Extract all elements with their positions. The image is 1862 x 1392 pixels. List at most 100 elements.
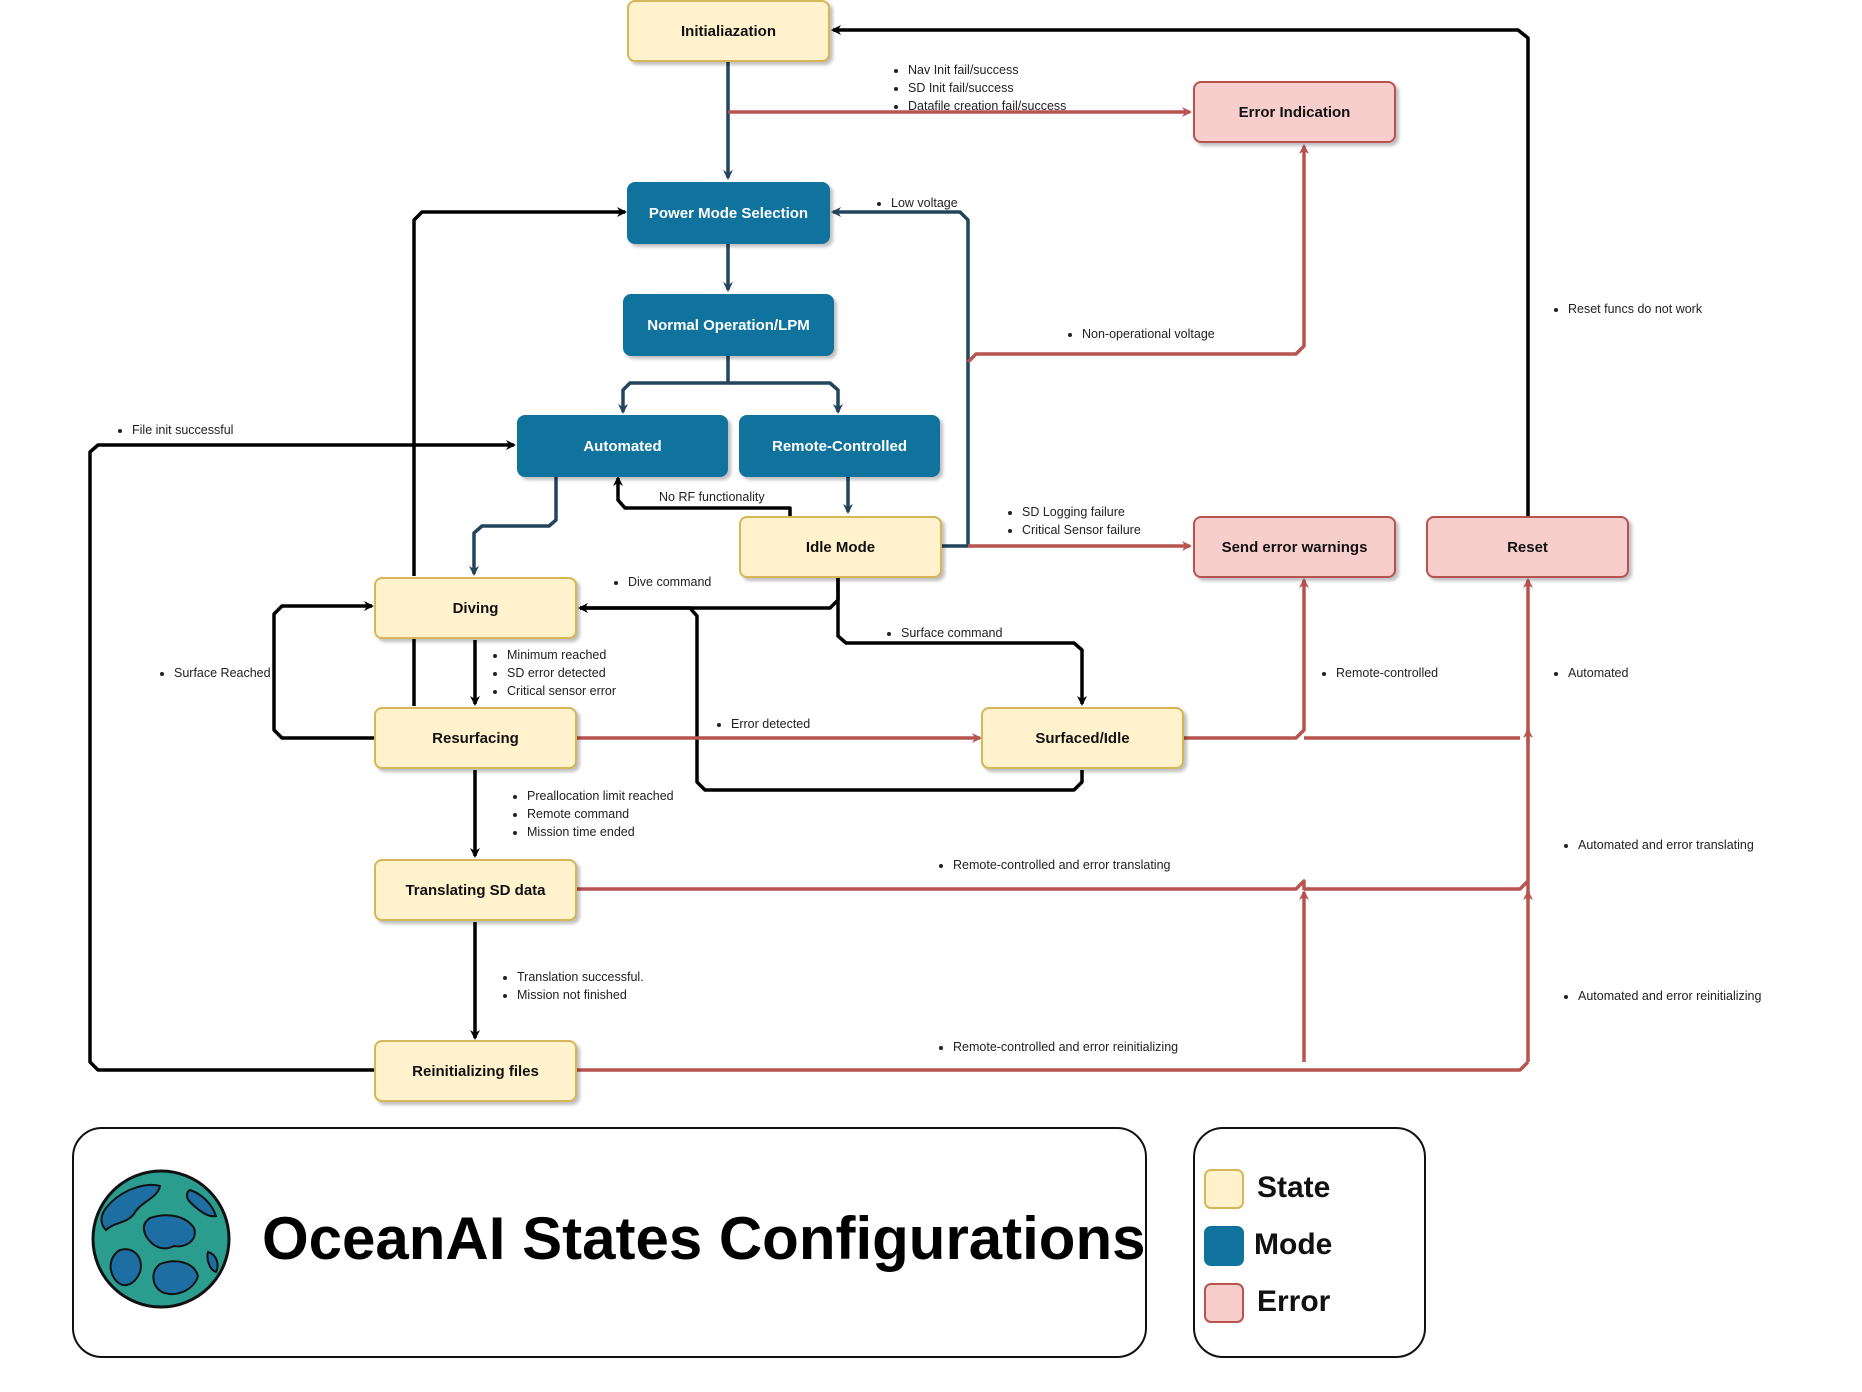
label-surface-command: Surface command bbox=[883, 624, 1002, 642]
label-remote-error-reinit-item: Remote-controlled and error reinitializi… bbox=[953, 1038, 1178, 1056]
label-translation-successful: Translation successful. bbox=[517, 968, 644, 986]
node-translating-sd[interactable]: Translating SD data bbox=[374, 859, 577, 921]
label-init-result-datafile: Datafile creation fail/success bbox=[908, 97, 1066, 115]
node-automated[interactable]: Automated bbox=[517, 415, 728, 477]
label-init-result-sd: SD Init fail/success bbox=[908, 79, 1066, 97]
label-sd-logging: SD Logging failure Critical Sensor failu… bbox=[1004, 503, 1141, 539]
node-send-error-warnings[interactable]: Send error warnings bbox=[1193, 516, 1396, 578]
node-power-mode-selection[interactable]: Power Mode Selection bbox=[627, 182, 830, 244]
title-panel bbox=[72, 1127, 1147, 1358]
node-power-mode-selection-label: Power Mode Selection bbox=[648, 204, 809, 222]
label-dive-command: Dive command bbox=[610, 573, 711, 591]
label-auto-error-reinit-item: Automated and error reinitializing bbox=[1578, 987, 1761, 1005]
edge-reset-to-init bbox=[831, 25, 1530, 516]
edge-idle-to-power bbox=[831, 207, 970, 548]
node-reset-label: Reset bbox=[1507, 538, 1548, 556]
label-surface-reached: Surface Reached bbox=[156, 664, 271, 682]
edge-translating-to-errors bbox=[577, 879, 1306, 891]
node-error-indication-label: Error Indication bbox=[1238, 103, 1351, 121]
edge-automated-to-diving bbox=[469, 476, 558, 576]
edge-normal-to-remote bbox=[728, 381, 843, 414]
edge-idle-to-automated bbox=[613, 476, 792, 516]
label-translate-reasons: Preallocation limit reached Remote comma… bbox=[509, 787, 674, 841]
node-surfaced-idle[interactable]: Surfaced/Idle bbox=[981, 707, 1184, 769]
legend-error-swatch bbox=[1204, 1283, 1244, 1323]
label-resurface-reasons: Minimum reached SD error detected Critic… bbox=[489, 646, 616, 700]
label-init-result-nav: Nav Init fail/success bbox=[908, 61, 1066, 79]
node-remote-controlled[interactable]: Remote-Controlled bbox=[739, 415, 940, 477]
edge-diving-to-power bbox=[412, 207, 627, 576]
node-remote-controlled-label: Remote-Controlled bbox=[772, 437, 907, 455]
label-low-voltage: Low voltage bbox=[873, 194, 958, 212]
label-minimum-reached: Minimum reached bbox=[507, 646, 616, 664]
label-no-rf-text: No RF functionality bbox=[659, 490, 765, 504]
label-sd-error-detected: SD error detected bbox=[507, 664, 616, 682]
label-dive-command-item: Dive command bbox=[628, 573, 711, 591]
label-non-operational-voltage-item: Non-operational voltage bbox=[1082, 325, 1215, 343]
node-resurfacing-label: Resurfacing bbox=[432, 729, 519, 747]
label-mission-time-ended: Mission time ended bbox=[527, 823, 674, 841]
legend-error-label: Error bbox=[1257, 1285, 1331, 1318]
label-remote-error-translating-item: Remote-controlled and error translating bbox=[953, 856, 1170, 874]
edge-normal-split bbox=[618, 355, 730, 414]
label-surface-command-item: Surface command bbox=[901, 624, 1002, 642]
label-low-voltage-item: Low voltage bbox=[891, 194, 958, 212]
label-critical-sensor-failure: Critical Sensor failure bbox=[1022, 521, 1141, 539]
label-preallocation-limit: Preallocation limit reached bbox=[527, 787, 674, 805]
node-diving-label: Diving bbox=[452, 599, 499, 617]
label-auto-error-reinit: Automated and error reinitializing bbox=[1560, 987, 1761, 1005]
label-mission-not-finished: Mission not finished bbox=[517, 986, 644, 1004]
label-reset-funcs: Reset funcs do not work bbox=[1550, 300, 1702, 318]
node-send-error-warnings-label: Send error warnings bbox=[1221, 538, 1368, 556]
node-normal-operation[interactable]: Normal Operation/LPM bbox=[623, 294, 834, 356]
edge-reinit-to-errors bbox=[577, 1060, 1530, 1072]
node-translating-sd-label: Translating SD data bbox=[405, 881, 546, 899]
label-no-rf: No RF functionality bbox=[659, 488, 765, 506]
label-reset-funcs-item: Reset funcs do not work bbox=[1568, 300, 1702, 318]
label-error-detected: Error detected bbox=[713, 715, 810, 733]
label-automated: Automated bbox=[1550, 664, 1628, 682]
node-error-indication[interactable]: Error Indication bbox=[1193, 81, 1396, 143]
label-auto-error-translating: Automated and error translating bbox=[1560, 836, 1754, 854]
edge-voltage-to-error-indication bbox=[966, 144, 1309, 364]
node-idle-mode[interactable]: Idle Mode bbox=[739, 516, 942, 578]
legend-state-label: State bbox=[1257, 1171, 1331, 1204]
node-reinitializing-label: Reinitializing files bbox=[412, 1062, 539, 1080]
edge-surfaced-loop bbox=[580, 606, 1084, 792]
node-reinitializing[interactable]: Reinitializing files bbox=[374, 1040, 577, 1102]
edge-reinit-to-automated bbox=[88, 440, 516, 1072]
label-file-init: File init successful bbox=[114, 421, 233, 439]
label-sd-logging-failure: SD Logging failure bbox=[1022, 503, 1141, 521]
label-remote-command: Remote command bbox=[527, 805, 674, 823]
label-critical-sensor-error: Critical sensor error bbox=[507, 682, 616, 700]
label-remote-error-translating: Remote-controlled and error translating bbox=[935, 856, 1170, 874]
node-diving[interactable]: Diving bbox=[374, 577, 577, 639]
node-resurfacing[interactable]: Resurfacing bbox=[374, 707, 577, 769]
node-initialization[interactable]: Initialiazation bbox=[627, 0, 830, 62]
label-error-detected-item: Error detected bbox=[731, 715, 810, 733]
legend-mode-label: Mode bbox=[1254, 1228, 1333, 1261]
label-surface-reached-item: Surface Reached bbox=[174, 664, 271, 682]
label-non-operational-voltage: Non-operational voltage bbox=[1064, 325, 1215, 343]
label-file-init-item: File init successful bbox=[132, 421, 233, 439]
node-automated-label: Automated bbox=[583, 437, 662, 455]
label-remote-error-reinit: Remote-controlled and error reinitializi… bbox=[935, 1038, 1178, 1056]
label-auto-error-translating-item: Automated and error translating bbox=[1578, 836, 1754, 854]
label-translation-success: Translation successful. Mission not fini… bbox=[499, 968, 644, 1004]
label-remote-controlled-item: Remote-controlled bbox=[1336, 664, 1438, 682]
label-remote-controlled: Remote-controlled bbox=[1318, 664, 1438, 682]
label-automated-item: Automated bbox=[1568, 664, 1628, 682]
label-init-results: Nav Init fail/success SD Init fail/succe… bbox=[890, 61, 1066, 115]
node-idle-mode-label: Idle Mode bbox=[805, 538, 876, 556]
node-surfaced-idle-label: Surfaced/Idle bbox=[1035, 729, 1130, 747]
diagram-title: OceanAI States Configurations bbox=[262, 1205, 1146, 1272]
edge-translating-to-reset bbox=[1304, 879, 1530, 891]
edge-resurfacing-to-diving bbox=[272, 601, 374, 740]
node-reset[interactable]: Reset bbox=[1426, 516, 1629, 578]
legend-mode-swatch bbox=[1204, 1226, 1244, 1266]
legend-state-swatch bbox=[1204, 1169, 1244, 1209]
node-normal-operation-label: Normal Operation/LPM bbox=[647, 316, 810, 334]
earth-globe-icon bbox=[91, 1169, 231, 1309]
edge-idle-to-surfaced bbox=[836, 578, 1087, 706]
